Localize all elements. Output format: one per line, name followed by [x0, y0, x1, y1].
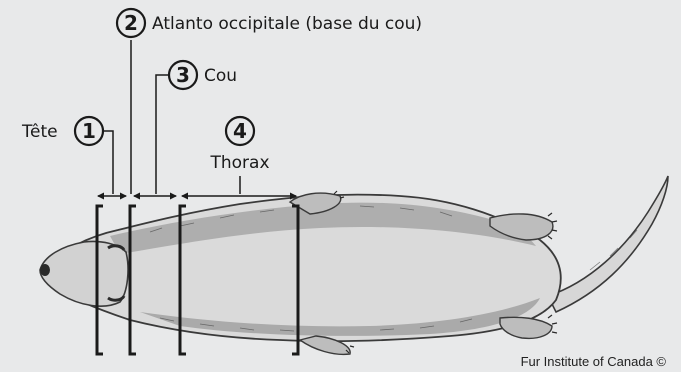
label-1-tete: Tête 1: [21, 117, 103, 145]
label-2-text: Atlanto occipitale (base du cou): [152, 14, 422, 34]
label-3-number: 3: [176, 63, 190, 87]
label-4-thorax: 4 Thorax: [209, 117, 269, 173]
otter-hindleg-bottom: [500, 317, 552, 338]
otter-illustration: [40, 176, 668, 354]
label-2-atlanto: 2 Atlanto occipitale (base du cou): [117, 9, 422, 37]
otter-tail: [548, 176, 668, 312]
label-4-text: Thorax: [209, 153, 269, 173]
credit-text: Fur Institute of Canada ©: [521, 354, 667, 369]
label-3-cou: 3 Cou: [169, 61, 237, 89]
otter-nose: [40, 264, 50, 276]
leader-1: [104, 131, 113, 194]
leader-3: [156, 75, 168, 194]
label-3-text: Cou: [204, 66, 237, 86]
otter-head: [40, 241, 128, 306]
label-1-text: Tête: [21, 122, 58, 142]
label-1-number: 1: [82, 119, 96, 143]
label-2-number: 2: [124, 11, 138, 35]
label-4-number: 4: [233, 119, 247, 143]
